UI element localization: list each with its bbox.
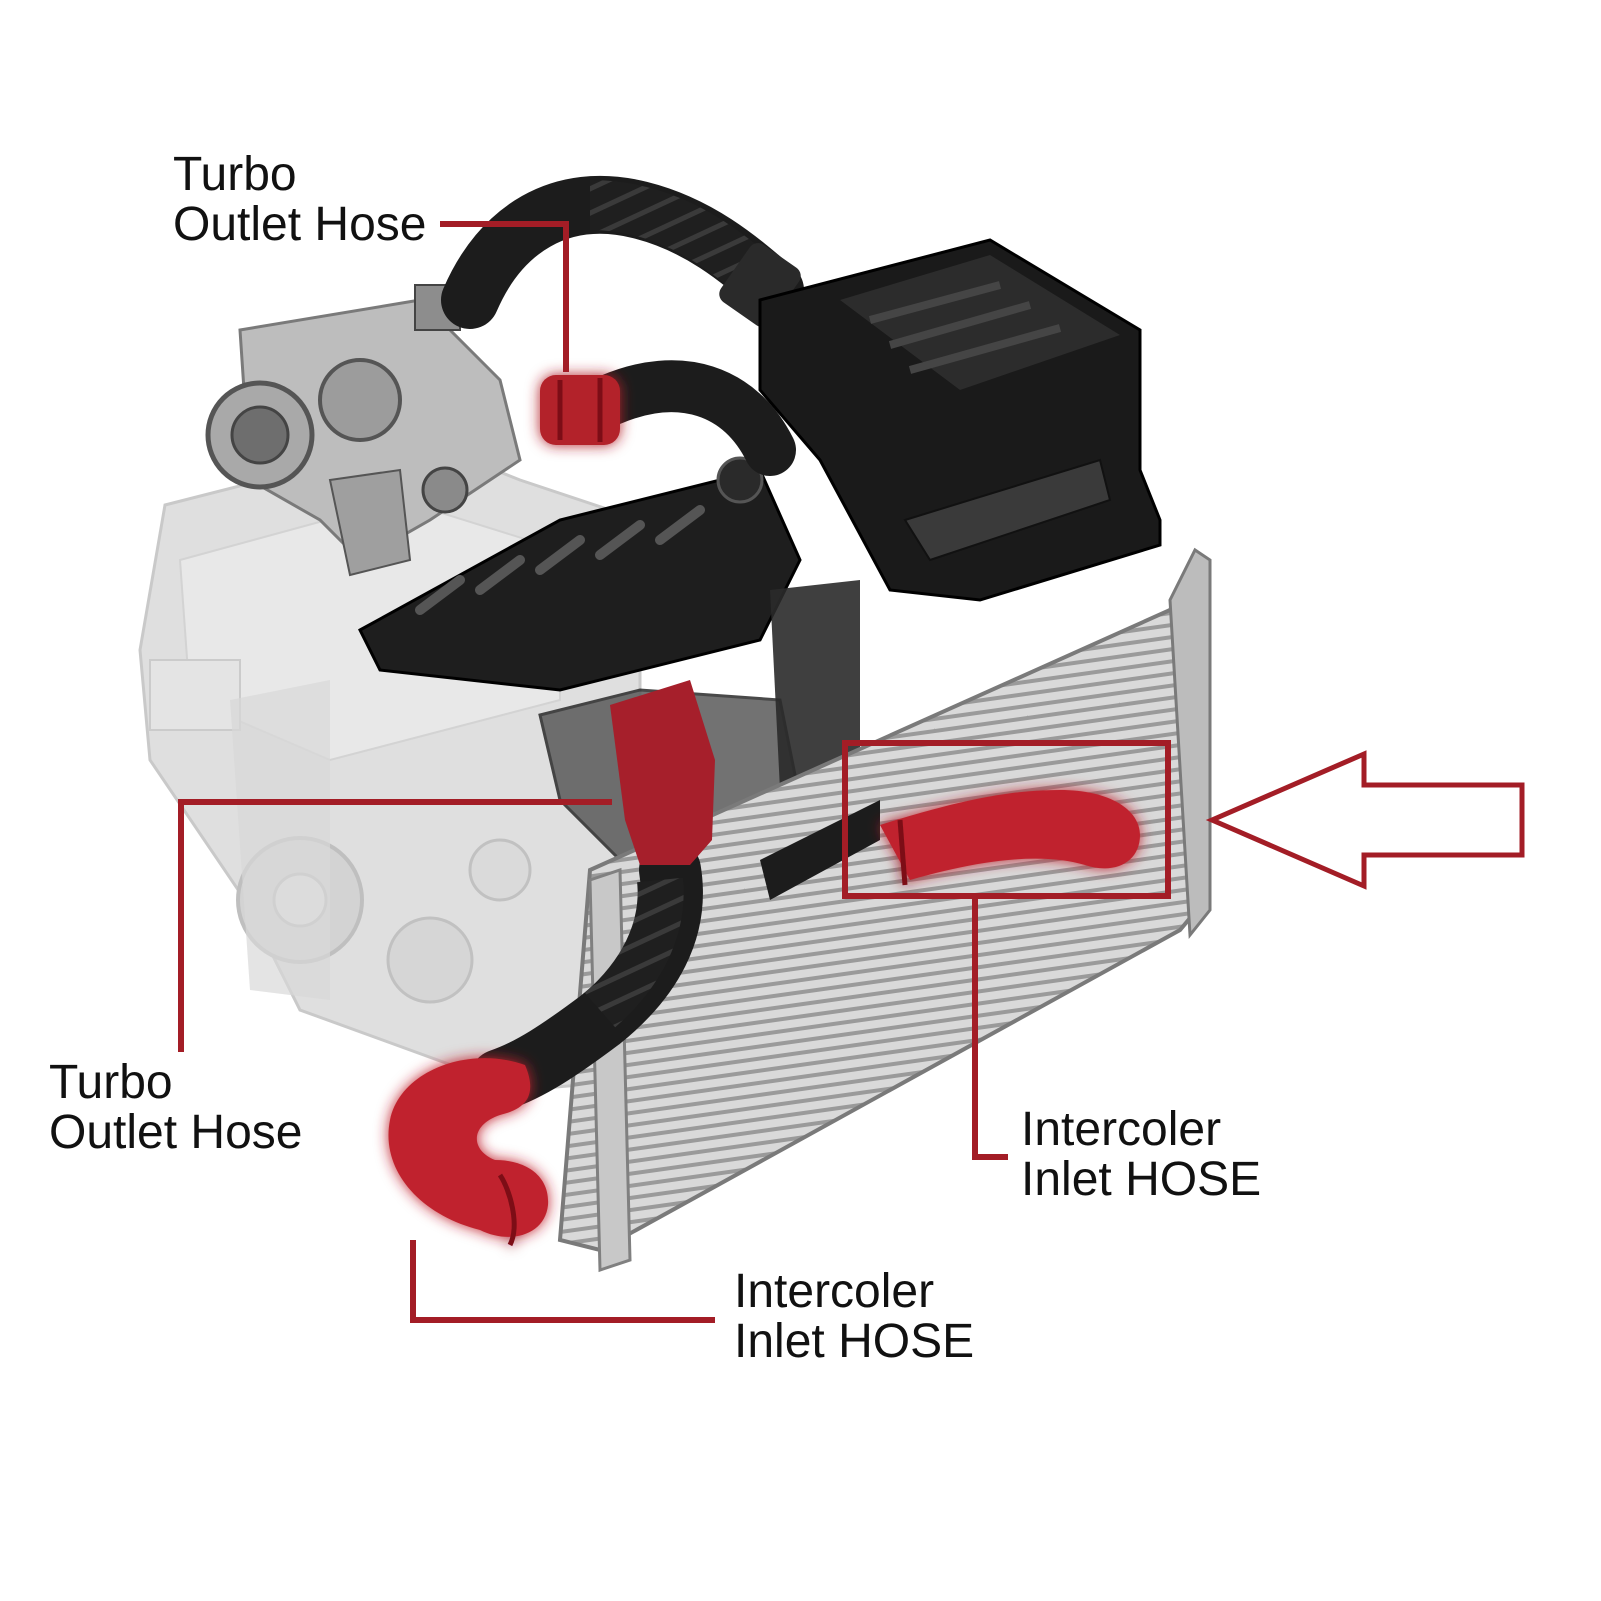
hose-intercooler-inlet-right [880,790,1140,886]
lower-charge-pipe [469,800,880,1111]
label-line-2: Inlet HOSE [1021,1153,1262,1206]
label-line-1: Turbo [173,148,297,201]
leader-intercooler-inlet-bottom [410,1240,715,1323]
hose-turbo-outlet-top [540,375,620,445]
label-line-1: Intercoler [734,1265,935,1318]
label-line-2: Outlet Hose [173,198,427,251]
leader-turbo-outlet-left [178,799,612,1052]
upper-charge-pipe [584,360,796,476]
leader-turbo-outlet-top [440,221,569,372]
air-box [758,238,1162,602]
hose-turbo-outlet-middle [610,680,715,865]
turbocharger [205,284,522,577]
intake-hose [441,175,804,329]
intake-manifold [358,456,802,692]
label-intercooler-inlet-bottom: Intercoler Inlet HOSE [734,1267,974,1367]
label-turbo-outlet-left: Turbo Outlet Hose [49,1058,302,1158]
hose-intercooler-inlet-bottom [388,1058,549,1247]
label-line-2: Inlet HOSE [734,1315,975,1368]
label-line-1: Turbo [49,1056,173,1109]
label-turbo-outlet-top: Turbo Outlet Hose [173,150,426,250]
arrow-left-outline-icon [1205,750,1525,890]
label-line-1: Intercoler [1021,1103,1222,1156]
highlight-box [842,740,1171,899]
label-intercooler-inlet-right: Intercoler Inlet HOSE [1021,1105,1261,1205]
leader-intercooler-inlet-right [972,896,1008,1160]
label-line-2: Outlet Hose [49,1106,303,1159]
